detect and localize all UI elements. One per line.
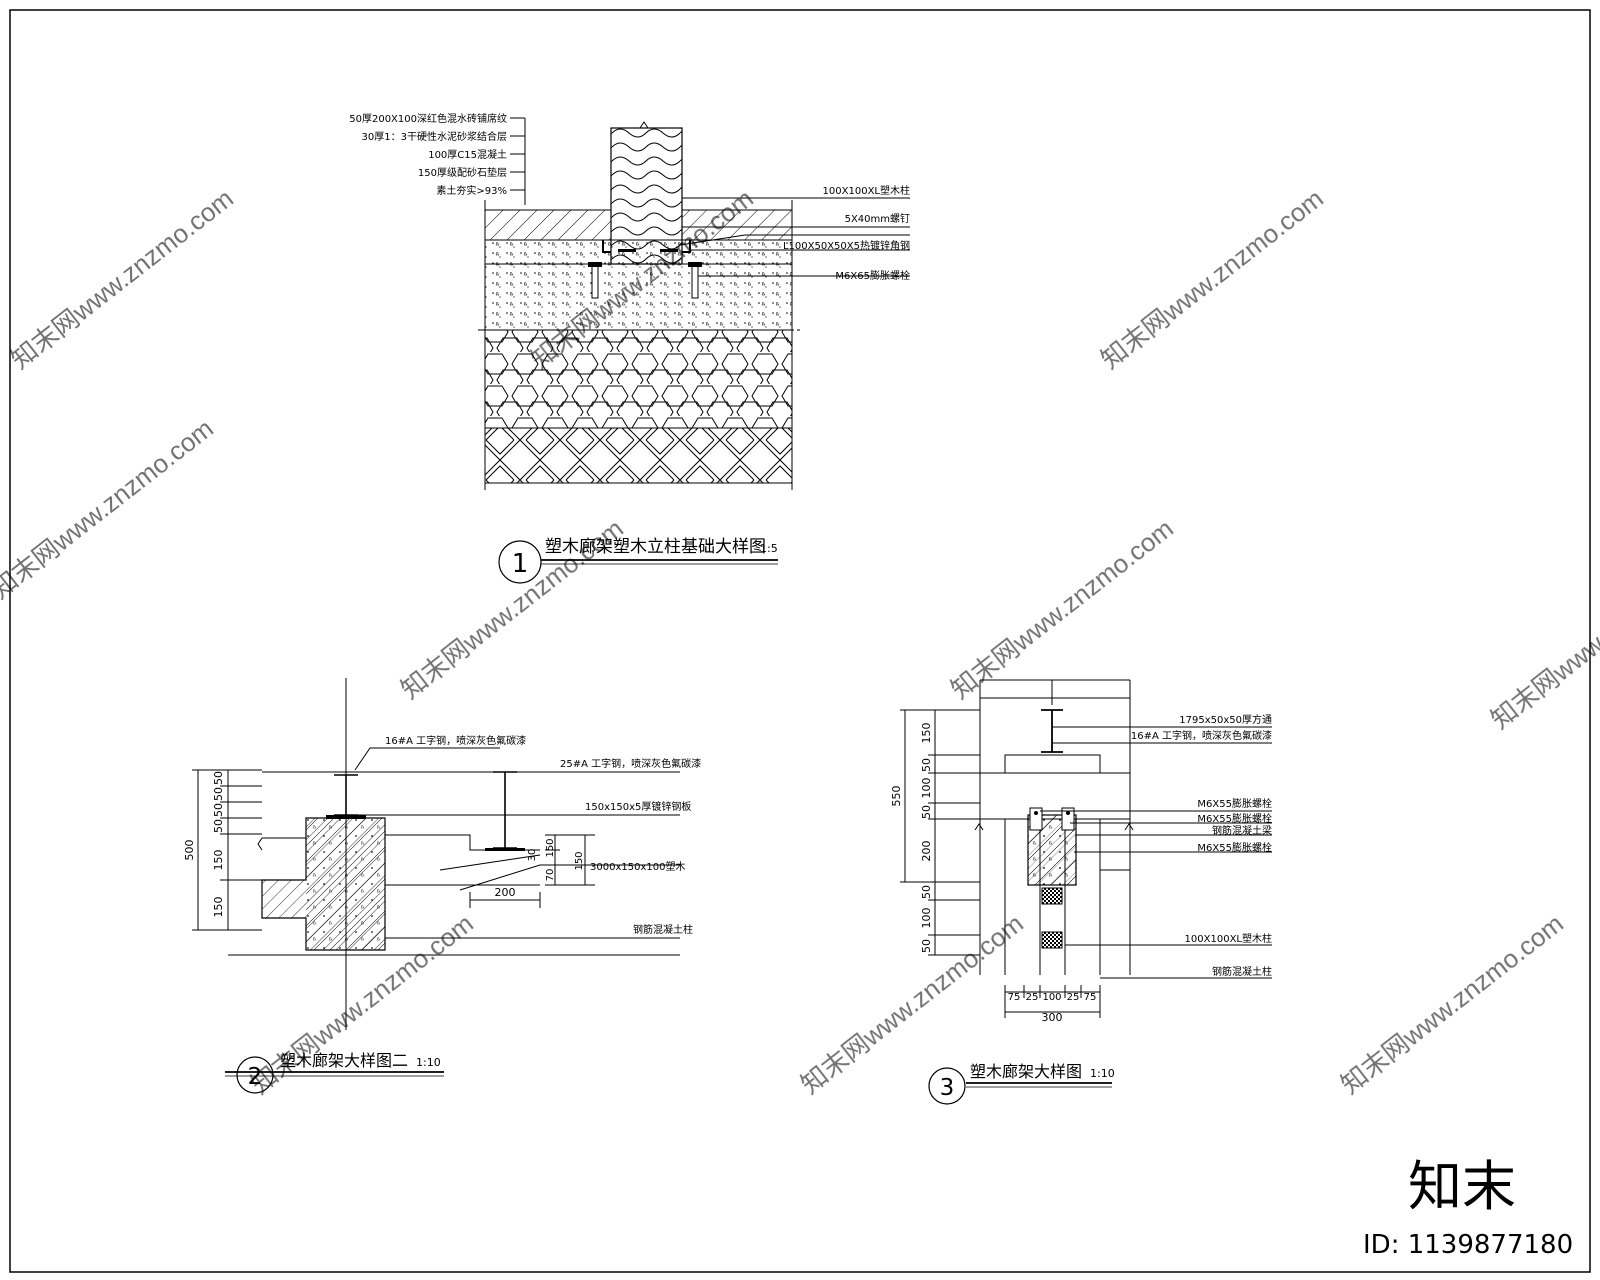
component-label: 1795x50x50厚方通 [1179, 713, 1272, 726]
watermark-text: 知末网www.znzmo.com [1335, 908, 1569, 1100]
dimension-text: 150 [920, 723, 933, 744]
dimension-total: 500 [183, 840, 196, 861]
wood-post [610, 127, 683, 265]
dimension-text: 200 [495, 886, 516, 899]
dimension-text: 70 [545, 869, 556, 882]
dimension-text: 150 [212, 850, 225, 871]
expansion-bolt [588, 262, 602, 299]
detail-scale: 1:10 [1090, 1067, 1115, 1080]
layer-label: 100厚C15混凝土 [428, 148, 507, 161]
watermark-layer: 知末网www.znzmo.com 知末网www.znzmo.com 知末网www… [0, 183, 1600, 1100]
dimension-text: 150 [545, 838, 556, 857]
detail-1-foundation: 50厚200X100深红色混水砖铺席纹 30厚1：3干硬性水泥砂浆结合层 100… [349, 112, 910, 584]
dimension-text: 100 [920, 778, 933, 799]
watermark-text: 知末网www.znzmo.com [0, 413, 219, 605]
component-label: 5X40mm螺钉 [845, 213, 910, 225]
layer-label: 150厚级配砂石垫层 [418, 166, 507, 179]
component-label: M6X55膨胀螺栓 [1197, 812, 1272, 825]
component-label: 3000x150x100塑木 [590, 861, 685, 873]
dimension-text: 100 [920, 908, 933, 929]
dimension-text: 50 [212, 771, 225, 785]
dimension-text: 150 [212, 897, 225, 918]
component-label: M6X55膨胀螺栓 [1197, 841, 1272, 854]
component-label: L100X50X50X5热镀锌角钢 [783, 239, 910, 252]
component-label: 钢筋混凝土柱 [633, 923, 693, 936]
dimension-text: 100 [1042, 992, 1061, 1003]
component-label: 25#A 工字钢，喷深灰色氟碳漆 [560, 757, 701, 770]
detail-scale: 1:5 [760, 542, 778, 555]
detail-number: 2 [248, 1064, 263, 1090]
i-beam-25a [493, 771, 517, 849]
component-label: 16#A 工字钢，喷深灰色氟碳漆 [1131, 729, 1272, 742]
dimension-text: 25 [1026, 992, 1039, 1003]
dimension-text: 30 [527, 849, 538, 862]
dimension-text: 75 [1084, 992, 1097, 1003]
dimension-text: 25 [1067, 992, 1080, 1003]
component-label: 钢筋混凝土梁 [1212, 824, 1272, 837]
image-id-label: ID: 1139877180 [1363, 1230, 1573, 1260]
detail-number-circle [236, 1056, 274, 1094]
dimension-text: 50 [920, 939, 933, 953]
detail-number-circle [928, 1067, 966, 1105]
watermark-text: 知末网www.znzmo.com [1095, 183, 1329, 375]
detail-title: 塑木廊架大样图二 [280, 1051, 408, 1070]
component-label: 钢筋混凝土柱 [1212, 965, 1272, 978]
i-beam-16a [334, 774, 358, 816]
component-label: 100X100XL塑木柱 [1185, 932, 1272, 945]
component-label: M6X55膨胀螺栓 [1197, 797, 1272, 810]
layer-label: 30厚1：3干硬性水泥砂浆结合层 [362, 130, 507, 143]
detail-title: 塑木廊架大样图 [970, 1062, 1082, 1081]
dimension-text: 50 [212, 803, 225, 817]
dimension-text: 50 [212, 819, 225, 833]
layer-label: 素土夯实>93% [436, 184, 507, 197]
layer-label: 50厚200X100深红色混水砖铺席纹 [349, 112, 507, 125]
detail-title: 塑木廊架塑木立柱基础大样图 [545, 537, 766, 557]
detail-number: 1 [512, 549, 529, 579]
watermark-text: 知末网www.znzmo.com [5, 183, 239, 375]
watermark-text: 知末网www.znzmo.com [1485, 543, 1600, 735]
component-label: 150x150x5厚镀锌钢板 [585, 800, 691, 813]
dimension-text: 50 [920, 758, 933, 772]
watermark-text: 知末网www.znzmo.com [945, 513, 1179, 705]
dimension-text: 50 [920, 885, 933, 899]
watermark-logo: 知末 [1408, 1155, 1516, 1218]
component-label: M6X65膨胀螺栓 [835, 269, 910, 282]
component-label: 16#A 工字钢，喷深灰色氟碳漆 [385, 734, 526, 747]
dimension-text: 50 [212, 787, 225, 801]
sheet-border [9, 9, 1591, 1273]
detail-scale: 1:10 [416, 1056, 441, 1069]
dimension-text: 50 [920, 805, 933, 819]
dimension-total: 300 [1042, 1011, 1063, 1024]
dimension-text: 75 [1008, 992, 1021, 1003]
component-label: 100X100XL塑木柱 [823, 184, 910, 197]
detail-number: 3 [940, 1075, 955, 1101]
dimension-text: 150 [574, 851, 585, 870]
detail-3-post: 1795x50x50厚方通 16#A 工字钢，喷深灰色氟碳漆 M6X55膨胀螺栓… [890, 679, 1272, 1105]
expansion-bolt [688, 262, 702, 299]
detail-number-circle [498, 540, 542, 584]
detail-2-beam: 16#A 工字钢，喷深灰色氟碳漆 25#A 工字钢，喷深灰色氟碳漆 150x15… [183, 678, 701, 1094]
dimension-total: 550 [890, 786, 903, 807]
dimension-text: 200 [920, 841, 933, 862]
